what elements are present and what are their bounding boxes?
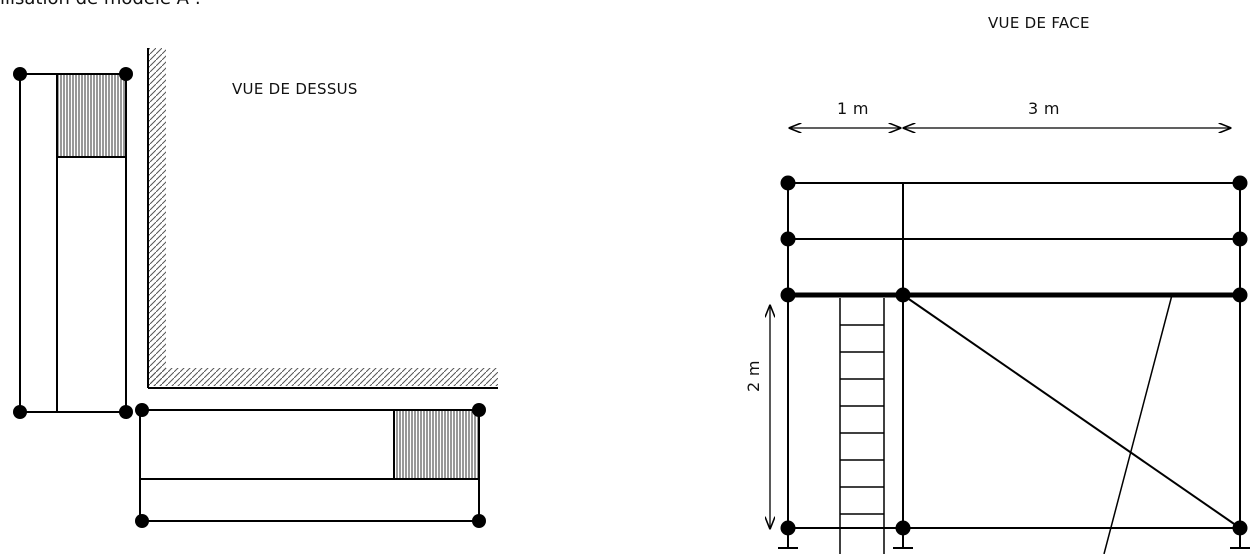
front-view: [770, 128, 1250, 555]
dimension-label-1m: 1 m: [837, 99, 869, 118]
trapdoor-vertical: [56, 73, 127, 158]
top-view-title: VUE DE DESSUS: [232, 80, 358, 98]
top-view: [13, 48, 498, 528]
scaffold-frame: [787, 182, 1241, 555]
front-view-title: VUE DE FACE: [988, 14, 1090, 32]
stabilizer-strut: [1103, 294, 1173, 555]
caption: ilisation de modèle A :: [0, 0, 201, 9]
platform-vertical: [13, 67, 133, 419]
base-plates: [778, 528, 1250, 549]
ladder: [839, 298, 885, 554]
diagonal-brace: [902, 294, 1241, 529]
frame-nodes: [780, 175, 1248, 536]
dimension-label-3m: 3 m: [1028, 99, 1060, 118]
platform-horizontal: [135, 403, 486, 528]
wall-corner: [147, 48, 498, 389]
trapdoor-horizontal: [393, 409, 480, 480]
dimension-label-2m: 2 m: [744, 360, 763, 392]
